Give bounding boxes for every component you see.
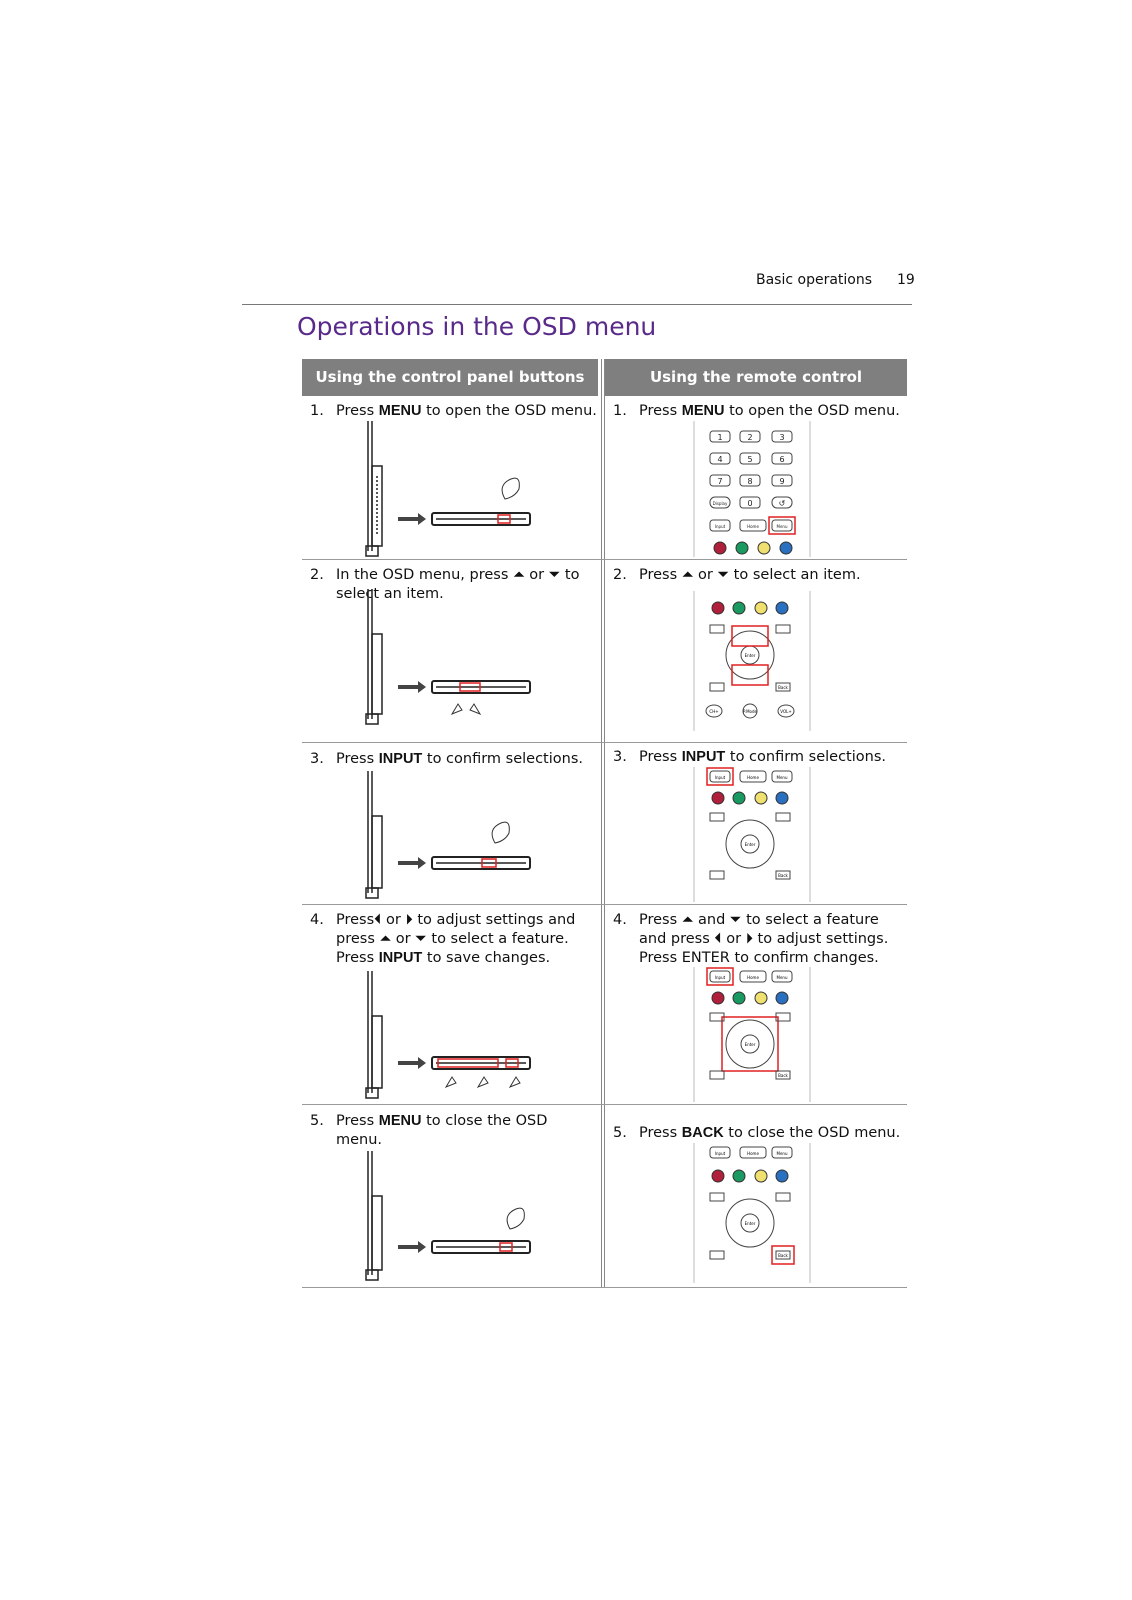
svg-text:VOL+: VOL+	[780, 709, 791, 714]
down-arrow-icon: ⏷	[729, 912, 742, 928]
svg-text:CH+: CH+	[709, 709, 718, 714]
right-arrow-icon: ⏵	[405, 912, 413, 928]
svg-text:Input: Input	[715, 975, 726, 980]
svg-text:2: 2	[747, 433, 752, 442]
page-title: Operations in the OSD menu	[297, 312, 657, 341]
svg-text:Home: Home	[747, 975, 759, 980]
svg-text:Back: Back	[778, 873, 788, 878]
column-divider	[601, 359, 605, 1287]
svg-text:1: 1	[717, 433, 722, 442]
svg-text:Enter: Enter	[745, 842, 756, 847]
col-header-control-panel: Using the control panel buttons	[302, 359, 598, 396]
control-panel-illustration	[365, 421, 531, 557]
row-divider	[302, 904, 907, 905]
svg-text:Back: Back	[778, 685, 788, 690]
svg-text:Menu: Menu	[777, 975, 788, 980]
control-panel-illustration	[365, 589, 531, 725]
svg-text:8: 8	[747, 477, 752, 486]
up-arrow-icon: ⏶	[513, 567, 525, 583]
down-arrow-icon: ⏷	[415, 931, 427, 947]
svg-text:Display: Display	[713, 501, 728, 506]
remote-navigation-illustration: Enter Back CH+ P.Mode VOL+	[693, 591, 811, 731]
row-divider	[302, 1287, 907, 1288]
remote-input-illustration: Input Home Menu Enter Back	[693, 767, 811, 902]
svg-text:↺: ↺	[779, 499, 786, 508]
svg-text:Home: Home	[747, 1151, 759, 1156]
header-rule	[242, 304, 912, 305]
control-panel-illustration	[365, 1151, 531, 1281]
svg-text:0: 0	[747, 499, 752, 508]
left-arrow-icon: ⏴	[374, 912, 382, 928]
col-header-remote: Using the remote control	[605, 359, 907, 396]
svg-text:Enter: Enter	[745, 1221, 756, 1226]
up-arrow-icon: ⏶	[379, 931, 392, 947]
svg-text:P.Mode: P.Mode	[743, 709, 757, 714]
svg-text:Menu: Menu	[777, 1151, 788, 1156]
remote-keypad-illustration: 1 2 3 4 5 6 7 8 9 Display 0 ↺ Input Home Menu	[693, 421, 811, 557]
svg-text:Input: Input	[715, 775, 726, 780]
svg-text:Enter: Enter	[745, 653, 756, 658]
running-header: Basic operations 19	[0, 272, 1132, 292]
row-divider	[302, 1104, 907, 1105]
down-arrow-icon: ⏷	[717, 567, 730, 583]
up-arrow-icon: ⏶	[681, 567, 694, 583]
down-arrow-icon: ⏷	[548, 567, 561, 583]
row-divider	[302, 742, 907, 743]
svg-text:Menu: Menu	[777, 775, 788, 780]
left-arrow-icon: ⏴	[714, 931, 722, 947]
svg-text:6: 6	[779, 455, 784, 464]
svg-text:4: 4	[717, 455, 722, 464]
right-arrow-icon: ⏵	[745, 931, 753, 947]
page-number: 19	[897, 272, 915, 288]
svg-text:Input: Input	[715, 524, 726, 529]
svg-text:Home: Home	[747, 775, 759, 780]
svg-text:3: 3	[779, 433, 784, 442]
svg-text:9: 9	[779, 477, 784, 486]
svg-text:Menu: Menu	[777, 524, 788, 529]
svg-text:Input: Input	[715, 1151, 726, 1156]
svg-text:Back: Back	[778, 1073, 788, 1078]
row-divider	[302, 559, 907, 560]
control-panel-illustration	[365, 971, 531, 1099]
svg-text:Home: Home	[747, 524, 759, 529]
svg-text:5: 5	[747, 455, 752, 464]
section-name: Basic operations	[756, 272, 873, 288]
up-arrow-icon: ⏶	[681, 912, 694, 928]
svg-text:7: 7	[717, 477, 722, 486]
remote-adjust-illustration: Input Home Menu Enter Back	[693, 967, 811, 1102]
control-panel-illustration	[365, 771, 531, 899]
svg-text:Enter: Enter	[745, 1042, 756, 1047]
remote-back-illustration: Input Home Menu Enter Back	[693, 1143, 811, 1283]
svg-text:Back: Back	[778, 1253, 788, 1258]
